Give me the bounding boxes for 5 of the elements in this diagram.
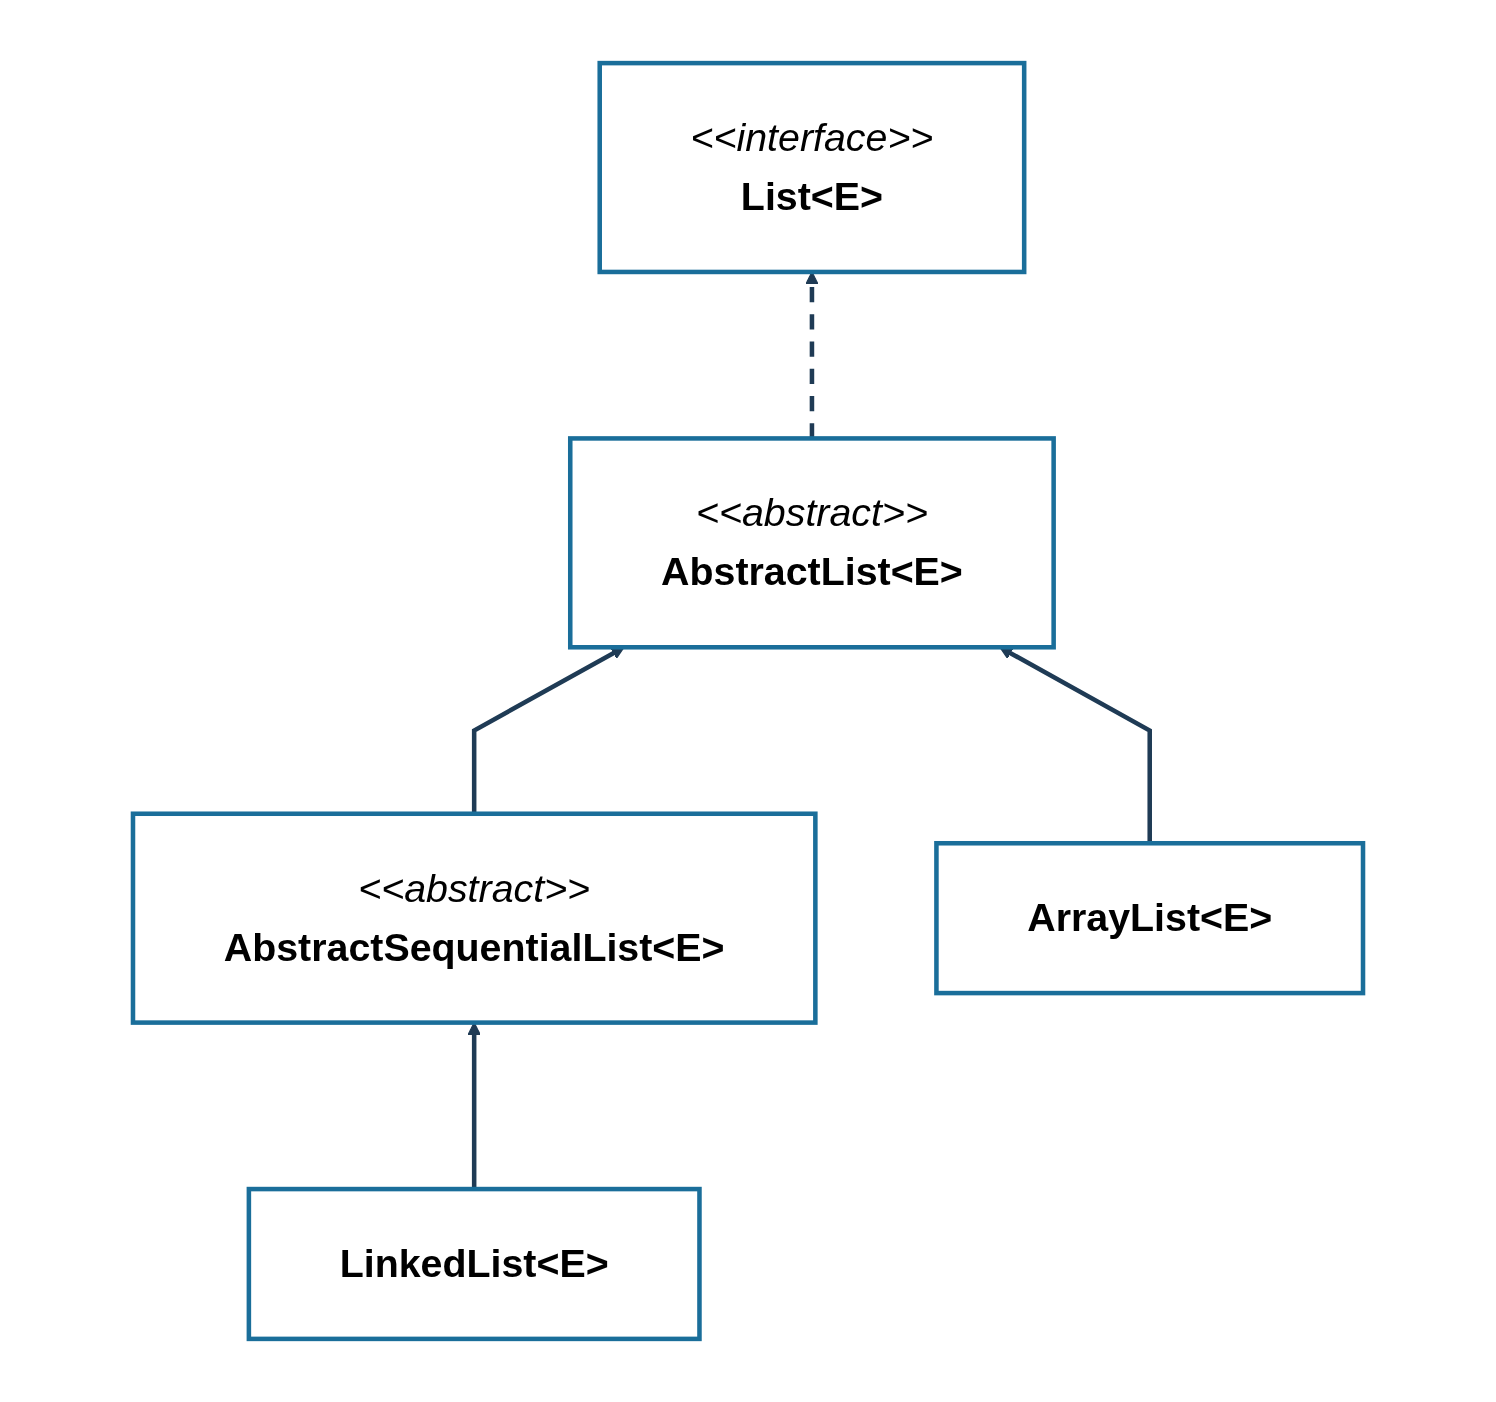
node-box: LinkedList<E> (246, 1186, 702, 1342)
node-box: <<interface>> List<E> (597, 60, 1027, 275)
node-box: <<abstract>> AbstractList<E> (568, 436, 1056, 650)
node-box: ArrayList<E> (934, 841, 1366, 996)
node-box: <<abstract>> AbstractSequentialList<E> (130, 811, 818, 1025)
